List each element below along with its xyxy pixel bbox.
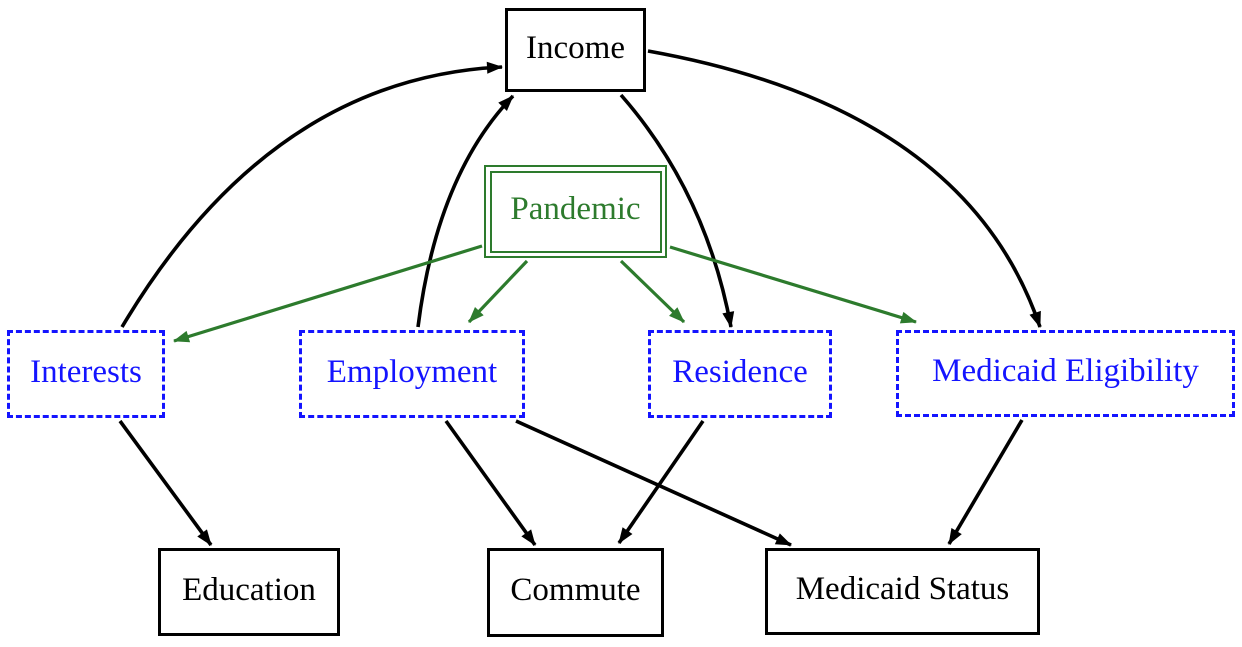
node-commute: Commute [487, 548, 664, 637]
edge-employment-to-commute [444, 419, 537, 547]
node-employment-label: Employment [326, 353, 498, 390]
node-pandemic-label: Pandemic [510, 191, 641, 227]
edge-interests-to-income [120, 61, 503, 328]
edge-pandemic-to-interests [173, 244, 483, 343]
node-employment: Employment [299, 330, 525, 418]
node-pandemic: Pandemic [484, 165, 667, 258]
node-residence: Residence [648, 330, 832, 418]
edge-income-to-residence [619, 93, 735, 328]
node-commute-label: Commute [510, 572, 641, 608]
edge-pandemic-to-employment [467, 259, 529, 324]
node-interests: Interests [7, 330, 165, 418]
node-interests-label: Interests [30, 353, 142, 390]
edge-pandemic-to-residence [619, 259, 686, 324]
edge-pandemic-to-medicaid-eligibility [669, 245, 917, 324]
edge-residence-to-commute [617, 419, 705, 545]
node-medicaid-status: Medicaid Status [765, 548, 1040, 635]
node-income-label: Income [526, 29, 625, 66]
node-medicaid-eligibility: Medicaid Eligibility [896, 330, 1235, 417]
node-residence-label: Residence [672, 353, 808, 390]
edge-income-to-medicaid-eligibility [647, 49, 1042, 328]
node-income: Income [505, 8, 646, 92]
node-medicaid-eligibility-label: Medicaid Eligibility [932, 353, 1199, 389]
edge-medicaid-eligibility-to-medicaid-status [947, 419, 1024, 545]
node-education-label: Education [182, 571, 316, 608]
edge-employment-to-medicaid-status [515, 419, 792, 547]
edge-interests-to-education [118, 419, 213, 547]
edge-employment-to-income [416, 94, 515, 328]
node-education: Education [158, 548, 340, 636]
node-medicaid-status-label: Medicaid Status [795, 571, 1010, 607]
